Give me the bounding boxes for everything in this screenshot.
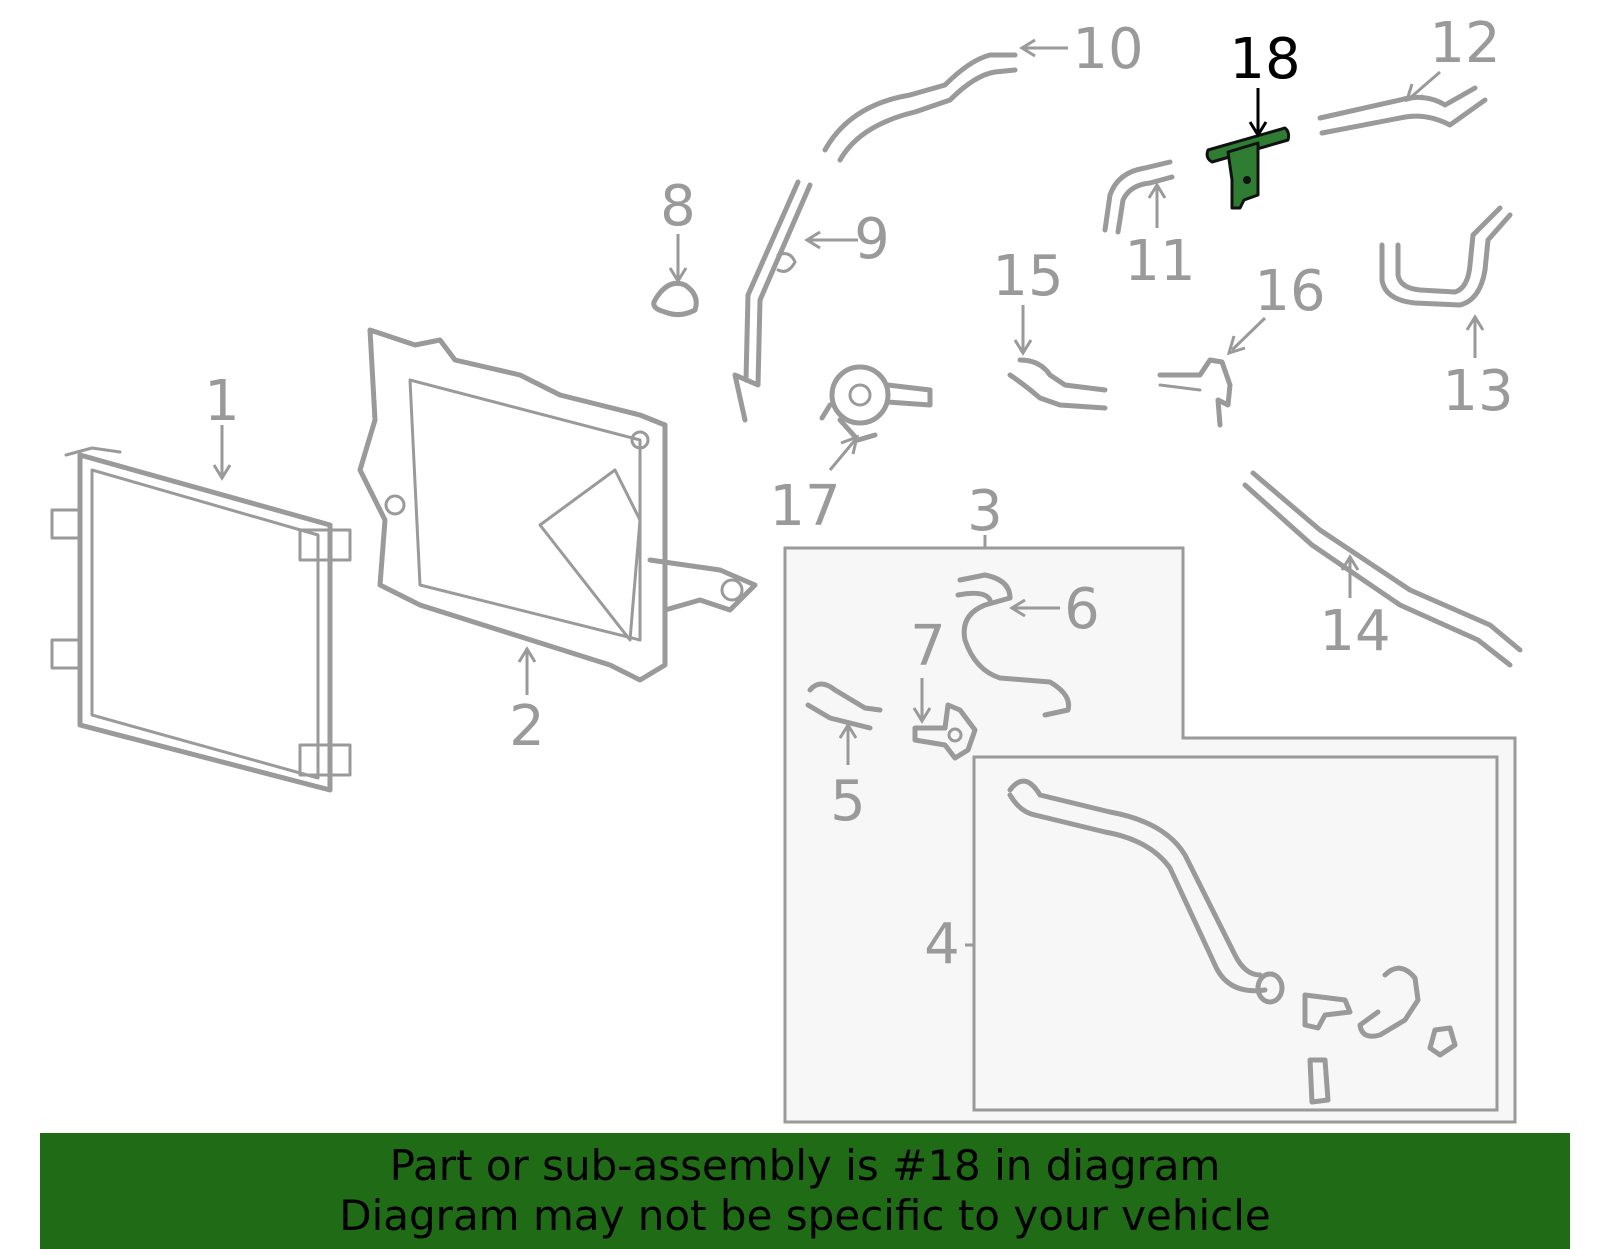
callout-7: 7	[910, 614, 946, 679]
callout-10: 10	[1072, 17, 1143, 82]
notice-banner: Part or sub-assembly is #18 in diagram D…	[40, 1133, 1570, 1249]
part-11-hose-edge	[1115, 174, 1175, 235]
callout-1: 1	[204, 369, 240, 434]
part-16-fitting[interactable]	[1157, 357, 1233, 428]
part-8-cap[interactable]	[651, 280, 699, 318]
callout-11: 11	[1124, 229, 1195, 294]
part-15-hose-edge	[1007, 372, 1108, 411]
banner-line-1: Part or sub-assembly is #18 in diagram	[389, 1141, 1221, 1190]
callout-15: 15	[992, 244, 1063, 309]
part-6-hose-edge	[955, 590, 993, 603]
part-13-hose-edge	[1395, 205, 1503, 295]
part-11-hose[interactable]	[1102, 159, 1173, 233]
part-17-oil-cooler[interactable]	[819, 364, 933, 443]
leader-lines	[212, 38, 1485, 947]
callout-3: 3	[967, 479, 1003, 544]
banner-line-2: Diagram may not be specific to your vehi…	[339, 1191, 1271, 1240]
part-10-hose[interactable]	[822, 52, 1018, 153]
part-9-tube[interactable]	[732, 179, 813, 423]
part-5-hose-edge	[805, 702, 873, 731]
callout-2: 2	[509, 694, 545, 759]
callout-16: 16	[1254, 259, 1325, 324]
part-6-hose[interactable]	[957, 572, 1072, 718]
group-box-4	[972, 755, 1499, 1112]
callout-13: 13	[1442, 359, 1513, 424]
callout-14: 14	[1319, 599, 1390, 664]
callout-4: 4	[924, 912, 960, 977]
part-10-hose-edge	[837, 67, 1018, 163]
part-14-hose[interactable]	[1250, 470, 1523, 653]
callout-12: 12	[1429, 11, 1500, 76]
part-18-bypass-pipe[interactable]	[1205, 126, 1291, 210]
part-12-hose[interactable]	[1317, 85, 1478, 121]
callout-8: 8	[660, 174, 696, 239]
callout-18: 18	[1229, 27, 1300, 92]
part-13-hose[interactable]	[1379, 212, 1513, 308]
part-5-hose[interactable]	[807, 681, 883, 713]
callout-9: 9	[854, 207, 890, 272]
callout-6: 6	[1064, 577, 1100, 642]
callout-5: 5	[830, 769, 866, 834]
part-7-fitting[interactable]	[912, 702, 978, 761]
callout-17: 17	[769, 474, 840, 539]
part-15-hose[interactable]	[1017, 357, 1108, 393]
part-4-hose-assembly[interactable]	[1007, 778, 1458, 1105]
part-12-hose-edge	[1319, 97, 1488, 136]
part-2-radiator-support[interactable]	[357, 327, 758, 683]
part-1-radiator[interactable]	[50, 446, 352, 793]
part-14-hose-edge	[1242, 482, 1513, 668]
